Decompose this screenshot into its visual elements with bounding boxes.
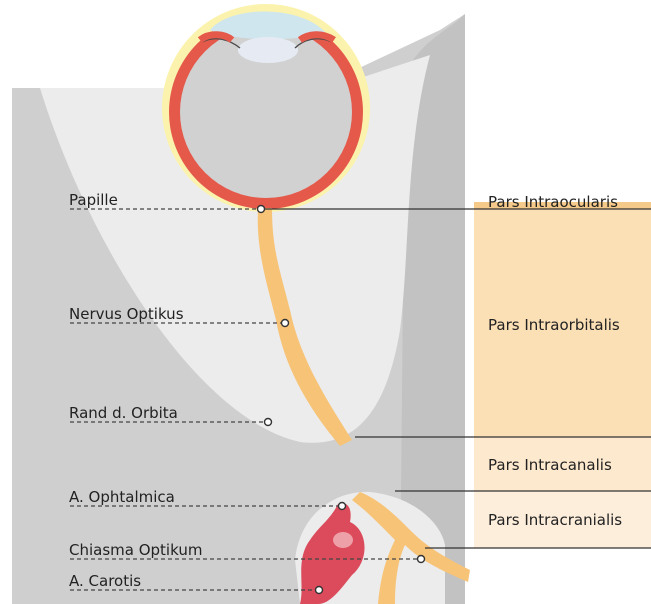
label-papille: Papille: [69, 191, 118, 209]
label-a-ophtalmica: A. Ophtalmica: [69, 488, 175, 506]
label-a-carotis: A. Carotis: [69, 572, 141, 590]
segment-label-intracranialis: Pars Intracranialis: [488, 511, 622, 529]
segment-label-intracanalis: Pars Intracanalis: [488, 456, 612, 474]
marker-papille: [258, 206, 265, 213]
marker-rand-orbita: [265, 419, 272, 426]
eyeball: [162, 4, 370, 212]
marker-nervus-optikus: [282, 320, 289, 327]
label-rand-orbita: Rand d. Orbita: [69, 404, 178, 422]
segment-label-intraocularis: Pars Intraocularis: [488, 193, 618, 211]
segment-label-intraorbitalis: Pars Intraorbitalis: [488, 316, 620, 334]
marker-a-carotis: [316, 587, 323, 594]
carotid-highlight: [333, 532, 353, 548]
label-chiasma-optikum: Chiasma Optikum: [69, 541, 202, 559]
marker-chiasma-optikum: [418, 556, 425, 563]
marker-a-ophtalmica: [339, 503, 346, 510]
label-nervus-optikus: Nervus Optikus: [69, 305, 184, 323]
